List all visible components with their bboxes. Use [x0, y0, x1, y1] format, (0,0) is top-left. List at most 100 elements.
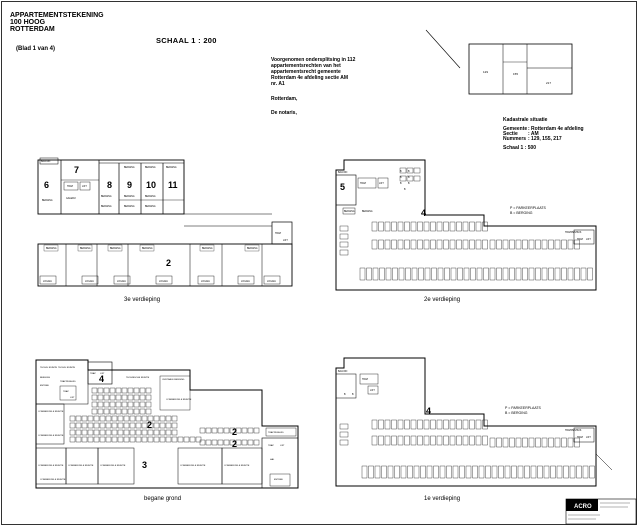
plan-cell	[397, 239, 404, 250]
svg-text:TRAP: TRAP	[275, 232, 282, 235]
plan-cell	[462, 419, 469, 430]
svg-text:TRAP: TRAP	[362, 378, 369, 381]
parcel-155: 155	[513, 72, 518, 76]
drawing-scale: SCHAAL 1 : 200	[156, 36, 217, 45]
plan-cell	[387, 465, 394, 479]
plan-cell	[111, 422, 118, 429]
svg-text:LIFT: LIFT	[70, 397, 75, 399]
plan-cell	[399, 167, 407, 174]
plan-cell	[139, 394, 146, 401]
plan-cell	[528, 239, 535, 250]
plan-cell	[509, 267, 515, 281]
svg-text:LIFT: LIFT	[82, 186, 87, 188]
north-line	[425, 29, 461, 69]
plan-cell	[135, 422, 142, 429]
legend-parking-1e: P = PARKEERPLAATS	[505, 406, 541, 410]
svg-text:BERGING: BERGING	[46, 248, 57, 250]
plan-cell	[543, 465, 550, 479]
plan-cell	[69, 436, 76, 443]
labels-2e-verdieping: 5 4	[340, 182, 426, 218]
plan-cell	[105, 429, 112, 436]
plan-cell	[115, 387, 122, 394]
svg-text:COMMERCIELE RUIMTE: COMMERCIELE RUIMTE	[100, 465, 126, 467]
plan-cell	[247, 427, 254, 434]
plan-cell	[141, 422, 148, 429]
svg-text:LIFT: LIFT	[280, 445, 285, 447]
plan-cell	[491, 465, 498, 479]
svg-text:TECHNISCHE RUIMTE: TECHNISCHE RUIMTE	[126, 377, 150, 379]
small-labels-2e: BALKON TRAP LIFT BERGING BERGING B B B B…	[338, 171, 591, 241]
plan-cell	[541, 437, 548, 448]
plan-cell	[111, 429, 118, 436]
plan-cell	[81, 415, 88, 422]
plan-cell	[103, 408, 110, 415]
plan-cell	[462, 435, 469, 446]
plan-cell	[404, 239, 410, 250]
plan-cell	[476, 267, 483, 281]
plan-cell	[489, 239, 496, 250]
plan-cell	[145, 394, 152, 401]
plan-cell	[378, 221, 384, 232]
plan-cell	[378, 435, 384, 446]
svg-text:B: B	[408, 177, 410, 179]
plan-cell	[496, 437, 502, 448]
plan-cell	[361, 465, 368, 479]
svg-text:ENTREE: ENTREE	[274, 479, 283, 481]
plan-cell	[195, 436, 202, 443]
svg-text:LOGGIA: LOGGIA	[267, 280, 276, 283]
plan-cell	[580, 267, 587, 281]
svg-text:BERGING: BERGING	[166, 167, 177, 169]
plan-cell	[436, 221, 443, 232]
plan-cell	[133, 408, 140, 415]
svg-text:COMMERCIELE RUIMTE: COMMERCIELE RUIMTE	[180, 465, 206, 467]
plan-cell	[171, 429, 178, 436]
svg-text:LIFT: LIFT	[283, 240, 288, 242]
plan-cell	[465, 465, 472, 479]
plan-cell	[470, 267, 476, 281]
plan-cell	[121, 387, 128, 394]
plan-cell	[145, 401, 152, 408]
plan-cell	[537, 465, 543, 479]
plan-cell	[511, 465, 517, 479]
plan-cell	[123, 429, 130, 436]
plan-cell	[171, 422, 178, 429]
parcel-129: 129	[483, 70, 488, 74]
plan-cell	[129, 436, 136, 443]
parking-2e	[339, 167, 593, 281]
deed-line-3: appartementsrecht gemeente	[271, 69, 341, 75]
plan-cell	[567, 267, 574, 281]
plan-cell	[165, 415, 172, 422]
cadastral-val-3: : 129, 155, 217	[528, 136, 562, 142]
cadastral-title: Kadastrale situatie	[503, 117, 548, 123]
plan-cell	[91, 401, 98, 408]
plan-cell	[417, 419, 423, 430]
plan-3e-verdieping	[37, 157, 293, 287]
plan-cell	[574, 437, 580, 448]
plan-cell	[127, 387, 134, 394]
svg-text:LIFT: LIFT	[370, 390, 375, 392]
plan-cell	[153, 436, 160, 443]
plan-cell	[406, 175, 414, 182]
plan-cell	[159, 429, 166, 436]
svg-text:COMMERCIELE RUIMTE: COMMERCIELE RUIMTE	[166, 399, 192, 401]
svg-text:BALKON: BALKON	[338, 370, 348, 373]
svg-text:TRAPPENHUIS: TRAPPENHUIS	[565, 231, 582, 234]
svg-text:BERGING: BERGING	[142, 248, 153, 250]
svg-text:LOGGIA: LOGGIA	[201, 280, 210, 283]
plan-cell	[372, 267, 379, 281]
plan-cell	[105, 415, 112, 422]
deed-notary: De notaris,	[271, 110, 297, 116]
plan-cell	[69, 429, 76, 436]
plan-cell	[159, 422, 166, 429]
plan-cell	[430, 239, 436, 250]
plan-cell	[436, 435, 443, 446]
plan-cell	[426, 465, 433, 479]
plan-cell	[103, 394, 110, 401]
svg-text:LIFT: LIFT	[100, 373, 105, 375]
plan-cell	[145, 408, 152, 415]
plan-cell	[93, 436, 100, 443]
plan-cell	[405, 267, 411, 281]
plan-cell	[548, 239, 554, 250]
plan-cell	[135, 415, 142, 422]
